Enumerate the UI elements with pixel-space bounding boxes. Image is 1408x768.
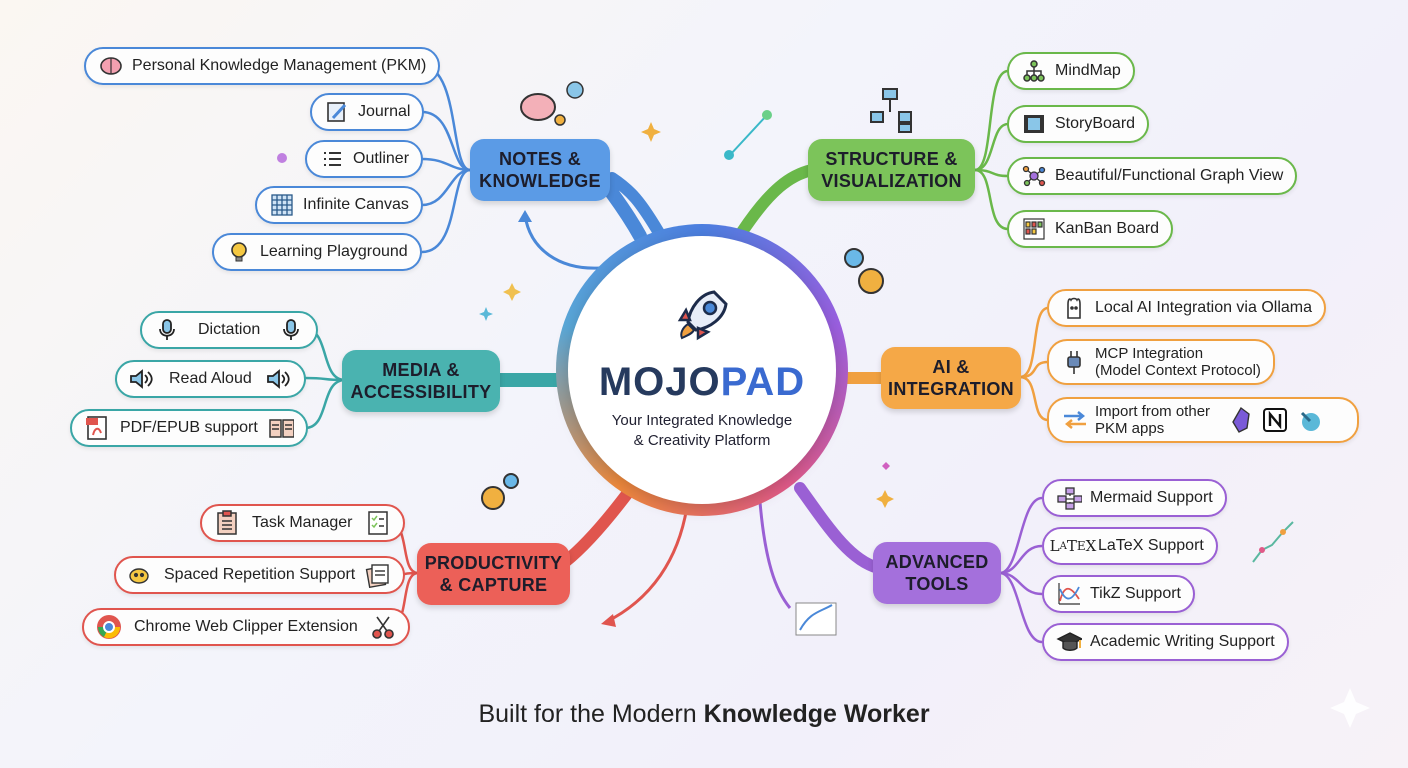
leaf-outliner[interactable]: Outliner (305, 140, 424, 178)
hierarchy-decoration (870, 88, 912, 133)
leaf-pdf-epub[interactable]: PDF/EPUB support (70, 409, 308, 447)
hub-productivity-capture[interactable]: PRODUCTIVITY & CAPTURE (417, 543, 570, 605)
leaf-tikz[interactable]: TikZ Support (1042, 575, 1195, 613)
notion-logo-icon (1262, 407, 1288, 433)
leaf-chrome-web-clipper[interactable]: Chrome Web Clipper Extension (82, 608, 410, 646)
film-icon (1021, 111, 1047, 137)
leaf-academic-writing[interactable]: Academic Writing Support (1042, 623, 1289, 661)
graduation-cap-icon (1056, 629, 1082, 655)
decorative-sparkles (277, 110, 1370, 728)
leaf-journal[interactable]: Journal (310, 93, 425, 131)
leaf-label: MCP Integration (Model Context Protocol) (1095, 345, 1261, 379)
tagline: Your Integrated Knowledge & Creativity P… (611, 412, 793, 449)
leaf-label: StoryBoard (1055, 115, 1136, 132)
flashcards-icon (128, 562, 154, 588)
brain-icon (98, 53, 124, 79)
pdf-icon (84, 415, 110, 441)
checklist-icon (365, 510, 391, 536)
leaf-label: Beautiful/Functional Graph View (1055, 167, 1284, 184)
flowchart-icon (1056, 485, 1082, 511)
hub-structure-visualization[interactable]: STRUCTURE & VISUALIZATION (808, 139, 975, 201)
notepad-pencil-icon (324, 99, 350, 125)
brain-gears-decoration (520, 81, 584, 126)
gears-decoration (481, 248, 884, 510)
footer-tagline: Built for the Modern Knowledge Worker (478, 700, 930, 728)
leaf-mindmap[interactable]: MindMap (1007, 52, 1135, 90)
rocket-icon (677, 290, 728, 341)
center-node: MOJOPAD Your Integrated Knowledge & Crea… (568, 236, 836, 504)
leaf-label: Read Aloud (169, 370, 252, 387)
leaf-label: MindMap (1055, 62, 1121, 79)
leaf-label: Outliner (353, 150, 410, 167)
leaf-label: Academic Writing Support (1090, 633, 1275, 650)
lightbulb-icon (226, 239, 252, 265)
obsidian-logo-icon (1228, 406, 1254, 433)
stacked-cards-icon (365, 562, 391, 588)
graph-icon (1021, 163, 1047, 189)
plot-icon (1056, 581, 1082, 607)
grid-icon (269, 192, 295, 218)
speaker-icon-right (266, 366, 292, 392)
leaf-infinite-canvas[interactable]: Infinite Canvas (255, 186, 423, 224)
line-chart-decoration (795, 521, 1294, 636)
leaf-label: Mermaid Support (1090, 489, 1213, 506)
open-book-icon (268, 415, 294, 441)
logseq-logo-icon (1296, 407, 1322, 433)
leaf-label: Journal (358, 103, 411, 120)
leaf-label: PDF/EPUB support (120, 419, 258, 436)
leaf-import-pkm[interactable]: Import from other PKM apps (1047, 397, 1359, 443)
chrome-icon (96, 614, 122, 640)
list-icon (319, 146, 345, 172)
brand-title: MOJOPAD (598, 360, 806, 404)
scissors-icon (370, 614, 396, 640)
clipboard-icon (214, 510, 240, 536)
kanban-icon (1021, 216, 1047, 242)
leaf-mermaid[interactable]: Mermaid Support (1042, 479, 1227, 517)
llama-icon (1061, 295, 1087, 321)
leaf-label: Spaced Repetition Support (164, 566, 356, 583)
leaf-graph-view[interactable]: Beautiful/Functional Graph View (1007, 157, 1298, 195)
leaf-label: KanBan Board (1055, 220, 1160, 237)
leaf-label: Chrome Web Clipper Extension (134, 618, 358, 635)
hub-advanced-tools[interactable]: ADVANCED TOOLS (873, 542, 1001, 604)
leaf-local-ai-ollama[interactable]: Local AI Integration via Ollama (1047, 289, 1327, 327)
leaf-label: Dictation (198, 321, 261, 338)
plug-icon (1061, 349, 1087, 375)
microphone-icon (154, 317, 180, 343)
leaf-label: Learning Playground (260, 243, 408, 260)
leaf-kanban[interactable]: KanBan Board (1007, 210, 1174, 248)
leaf-pkm[interactable]: Personal Knowledge Management (PKM) (84, 47, 441, 85)
hierarchy-icon (1021, 58, 1047, 84)
import-arrows-icon (1061, 407, 1087, 433)
leaf-label: Personal Knowledge Management (PKM) (132, 57, 427, 74)
hub-notes-knowledge[interactable]: NOTES & KNOWLEDGE (470, 139, 610, 201)
leaf-label: Task Manager (252, 514, 353, 531)
leaf-label: TikZ Support (1090, 585, 1181, 602)
leaf-read-aloud[interactable]: Read Aloud (115, 360, 306, 398)
leaf-label: Import from other PKM apps (1095, 403, 1211, 437)
leaf-mcp-integration[interactable]: MCP Integration (Model Context Protocol) (1047, 339, 1275, 385)
leaf-dictation[interactable]: Dictation (140, 311, 319, 349)
hub-ai-integration[interactable]: AI & INTEGRATION (881, 347, 1021, 409)
leaf-label: Infinite Canvas (303, 196, 409, 213)
leaf-learning-playground[interactable]: Learning Playground (212, 233, 422, 271)
leaf-task-manager[interactable]: Task Manager (200, 504, 405, 542)
leaf-label: Local AI Integration via Ollama (1095, 299, 1313, 316)
leaf-spaced-repetition[interactable]: Spaced Repetition Support (114, 556, 406, 594)
microphone-icon-right (278, 317, 304, 343)
speaker-icon (129, 366, 155, 392)
leaf-storyboard[interactable]: StoryBoard (1007, 105, 1150, 143)
leaf-label: LaTeX Support (1098, 537, 1204, 554)
hub-media-accessibility[interactable]: MEDIA & ACCESSIBILITY (342, 350, 500, 412)
